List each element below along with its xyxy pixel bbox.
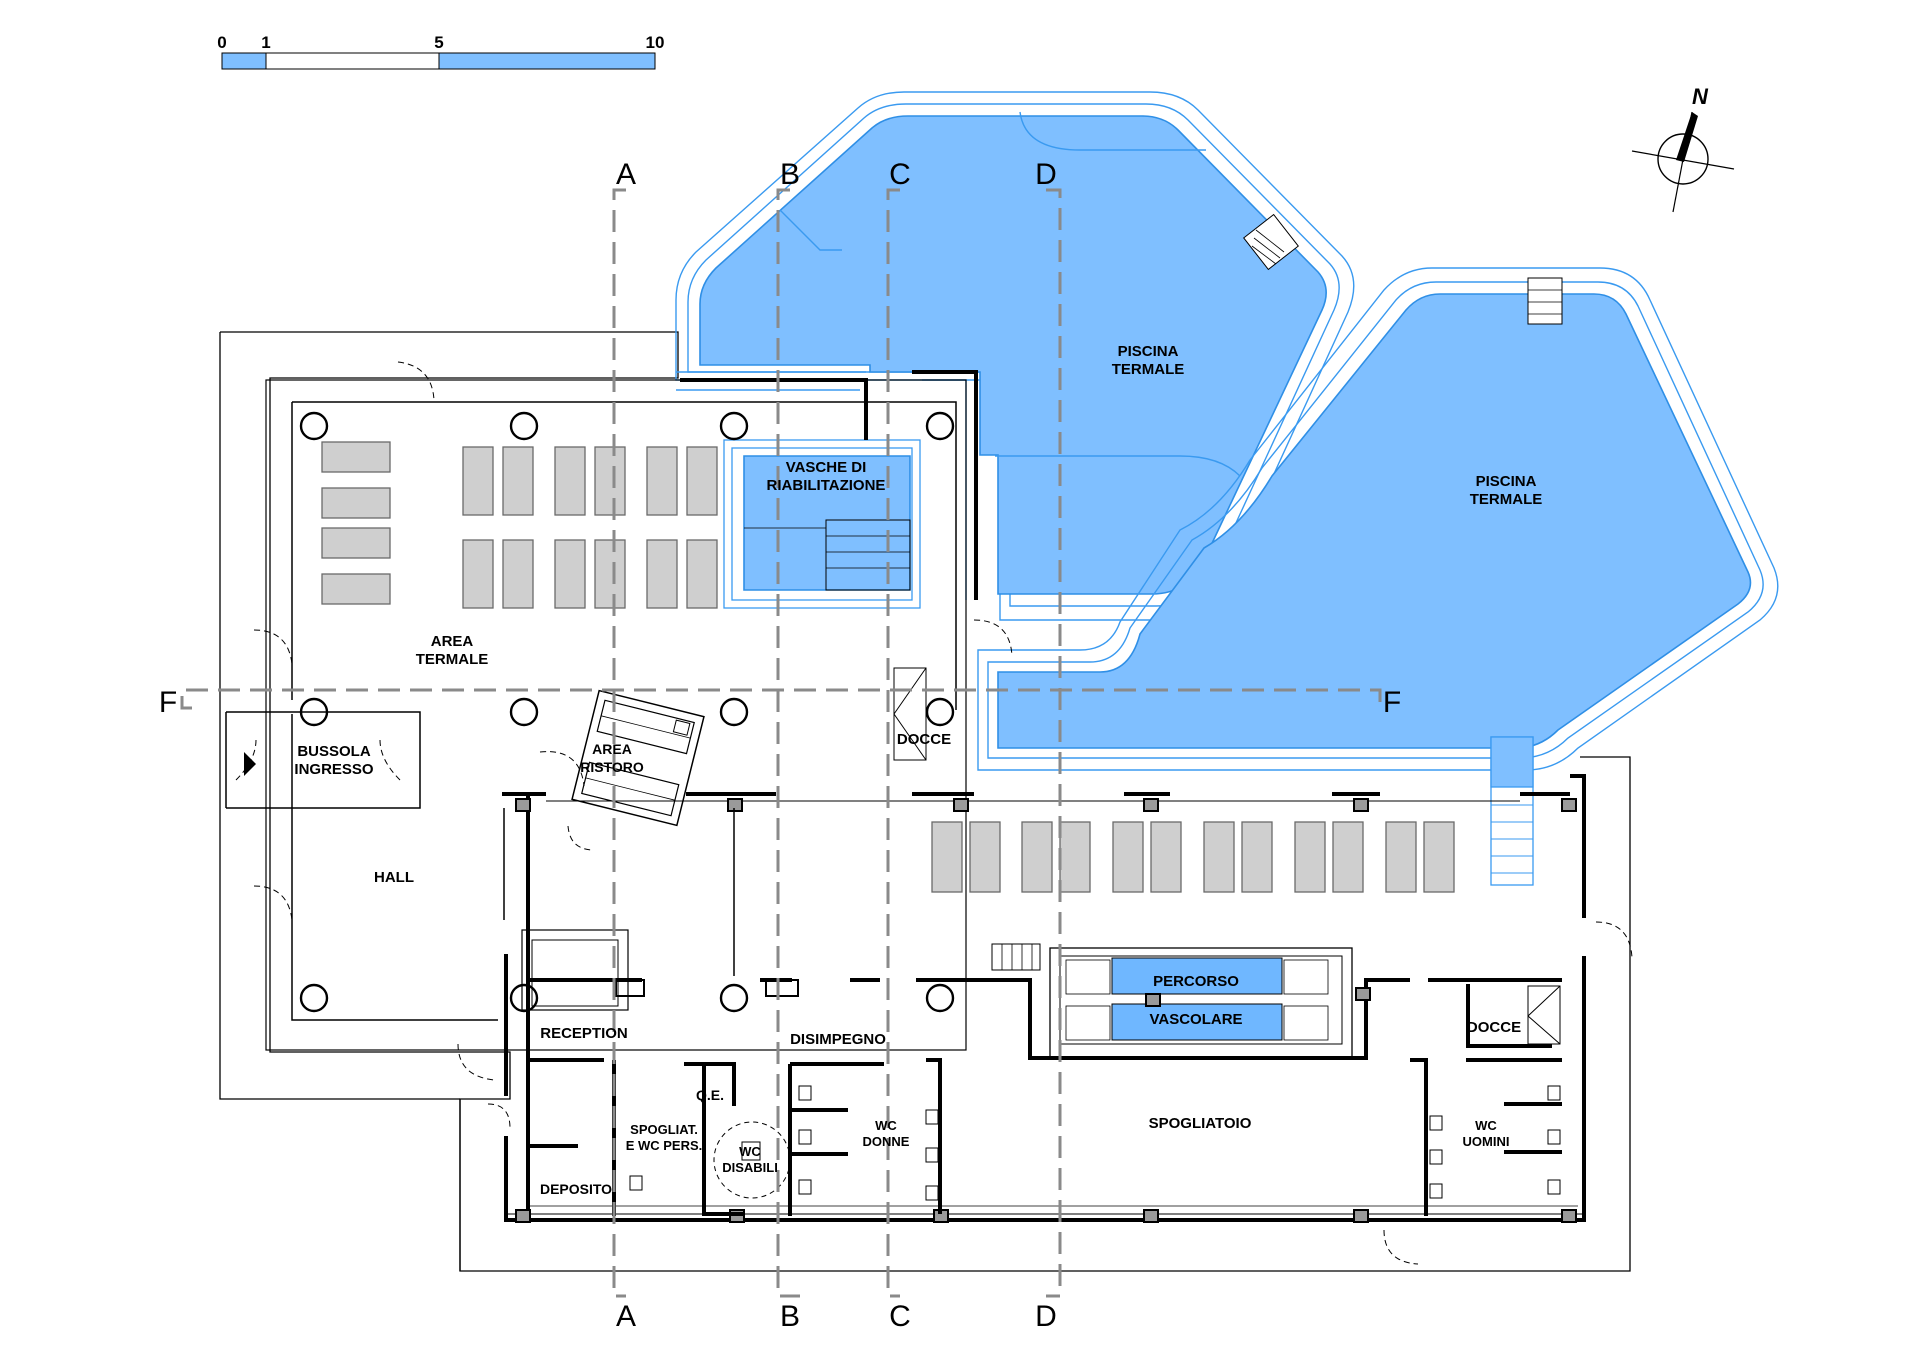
section-label-a-bottom: A [616, 1300, 636, 1333]
section-label-f-right: F [1383, 686, 1401, 719]
stair-pool-2 [1490, 736, 1534, 886]
label-percorso: PERCORSO [1153, 973, 1239, 990]
section-label-f-left: F [159, 686, 177, 719]
label-spogliatoio: SPOGLIATOIO [1149, 1115, 1252, 1132]
pool-termale-2 [977, 267, 1779, 771]
loungers-area-termale [321, 441, 718, 609]
scale-label-1: 1 [261, 33, 270, 52]
sanitary-fixtures [629, 985, 1561, 1201]
label-vascolare: VASCOLARE [1149, 1011, 1242, 1028]
label-area-ristoro-b: RISTORO [580, 759, 644, 775]
north-label: N [1692, 84, 1709, 109]
label-vasche-b: RIABILITAZIONE [767, 477, 886, 494]
reception-desk [521, 929, 799, 1011]
scale-label-10: 10 [646, 33, 665, 52]
label-spogliat-a: SPOGLIAT. [630, 1122, 698, 1137]
label-wc-donne-a: WC [875, 1118, 897, 1133]
label-reception: RECEPTION [540, 1025, 628, 1042]
label-hall: HALL [374, 869, 414, 886]
label-disimpegno: DISIMPEGNO [790, 1031, 886, 1048]
percorso-vascolare [1049, 947, 1371, 1059]
label-piscina-1-b: TERMALE [1112, 361, 1185, 378]
docce-1-screen [893, 667, 927, 761]
label-area-termale-a: AREA [431, 633, 474, 650]
label-area-termale-b: TERMALE [416, 651, 489, 668]
section-label-b-top: B [780, 158, 800, 191]
stair-small [991, 943, 1041, 971]
interior-walls [503, 808, 1562, 1216]
section-lines [180, 188, 1382, 1298]
main-building-walls [502, 774, 1586, 1222]
section-label-b-bottom: B [780, 1300, 800, 1333]
section-label-a-top: A [616, 158, 636, 191]
label-vasche-a: VASCHE DI [786, 459, 867, 476]
label-wc-uomini-b: UOMINI [1463, 1134, 1510, 1149]
section-label-c-top: C [889, 158, 911, 191]
label-docce-2: DOCCE [1467, 1019, 1521, 1036]
label-spogliat-b: E WC PERS. [626, 1138, 703, 1153]
label-deposito: DEPOSITO [540, 1181, 612, 1197]
vasche-riabilitazione [723, 439, 921, 609]
section-label-d-top: D [1035, 158, 1057, 191]
scale-bar: 0 1 5 10 [217, 33, 665, 70]
label-wc-disabili-b: DISABILI [722, 1160, 778, 1175]
entrance-arrow-icon [244, 752, 256, 776]
scale-label-5: 5 [434, 33, 443, 52]
north-arrow-icon: N [1631, 84, 1735, 213]
label-piscina-1-a: PISCINA [1118, 343, 1179, 360]
columns [299, 411, 955, 1013]
area-ristoro-counter [571, 689, 705, 827]
pool-termale-1 [675, 91, 1355, 621]
label-area-ristoro-a: AREA [592, 741, 632, 757]
doors [235, 361, 1633, 1265]
scale-label-0: 0 [217, 33, 226, 52]
label-wc-disabili-a: WC [739, 1144, 761, 1159]
label-docce-1: DOCCE [897, 731, 951, 748]
loungers-lower [931, 821, 1455, 893]
label-bussola-b: INGRESSO [294, 761, 374, 778]
wc-disabili-circle [713, 1121, 791, 1199]
terrace-outline [220, 331, 1631, 1272]
label-piscina-2-a: PISCINA [1476, 473, 1537, 490]
label-bussola-a: BUSSOLA [297, 743, 371, 760]
pillars [515, 798, 1577, 1223]
label-piscina-2-b: TERMALE [1470, 491, 1543, 508]
section-label-c-bottom: C [889, 1300, 911, 1333]
label-wc-donne-b: DONNE [863, 1134, 910, 1149]
label-qe: Q.E. [696, 1087, 724, 1103]
section-label-d-bottom: D [1035, 1300, 1057, 1333]
room-labels: PISCINA TERMALE PISCINA TERMALE VASCHE D… [294, 343, 1542, 1197]
label-wc-uomini-a: WC [1475, 1118, 1497, 1133]
